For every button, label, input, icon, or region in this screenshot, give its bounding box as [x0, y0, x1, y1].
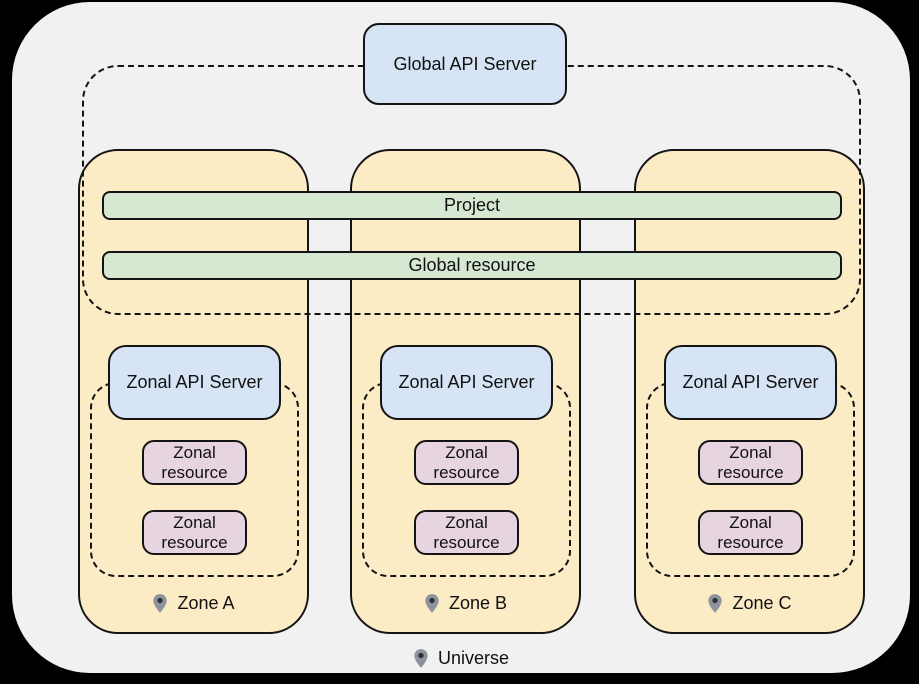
global-resource-bar: Global resource	[102, 251, 842, 280]
zone-a-zonal-resource-2-label: Zonal resource	[161, 512, 228, 552]
zone-c-zonal-resource-1-label: Zonal resource	[717, 442, 784, 482]
zone-a-name: Zone A	[177, 592, 235, 613]
zone-b-zonal-api-server: Zonal API Server	[380, 345, 553, 420]
zone-c: Zonal API Server Zonal resource Zonal re…	[634, 149, 865, 634]
project-bar-label: Project	[443, 195, 501, 215]
universe-container: Zonal API Server Zonal resource Zonal re…	[12, 2, 910, 673]
zone-c-name: Zone C	[732, 592, 792, 613]
location-pin-icon	[414, 648, 428, 668]
zone-c-zonal-api-server-label: Zonal API Server	[682, 372, 819, 392]
location-pin-icon	[708, 593, 723, 613]
zone-c-zonal-resource-1: Zonal resource	[698, 440, 803, 485]
global-api-server: Global API Server	[363, 23, 567, 105]
zone-b-zonal-resource-1: Zonal resource	[414, 440, 519, 485]
global-resource-bar-label: Global resource	[408, 255, 536, 275]
universe-name: Universe	[437, 647, 510, 668]
location-pin-icon	[425, 593, 439, 613]
zone-a-zonal-api-server-label: Zonal API Server	[126, 372, 263, 392]
zone-b-label: Zone B	[352, 590, 579, 616]
zone-c-zonal-resource-2-label: Zonal resource	[717, 512, 784, 552]
universe-label: Universe	[12, 645, 910, 671]
zone-c-zonal-api-server: Zonal API Server	[664, 345, 837, 420]
project-bar: Project	[102, 191, 842, 220]
zone-b: Zonal API Server Zonal resource Zonal re…	[350, 149, 581, 634]
zone-b-zonal-resource-1-label: Zonal resource	[433, 442, 500, 482]
zone-b-zonal-resource-2: Zonal resource	[414, 510, 519, 555]
zone-a-zonal-resource-1-label: Zonal resource	[161, 442, 228, 482]
zone-b-zonal-api-server-label: Zonal API Server	[398, 372, 535, 392]
zone-b-zonal-resource-2-label: Zonal resource	[433, 512, 500, 552]
zone-a-zonal-api-server: Zonal API Server	[108, 345, 281, 420]
zone-a-zonal-resource-1: Zonal resource	[142, 440, 247, 485]
zone-c-label: Zone C	[636, 590, 863, 616]
zone-b-name: Zone B	[448, 592, 508, 613]
zone-c-zonal-resource-2: Zonal resource	[698, 510, 803, 555]
global-api-server-label: Global API Server	[393, 53, 537, 74]
zone-a-zonal-resource-2: Zonal resource	[142, 510, 247, 555]
zone-a: Zonal API Server Zonal resource Zonal re…	[78, 149, 309, 634]
zone-a-label: Zone A	[80, 590, 307, 616]
location-pin-icon	[153, 593, 168, 613]
